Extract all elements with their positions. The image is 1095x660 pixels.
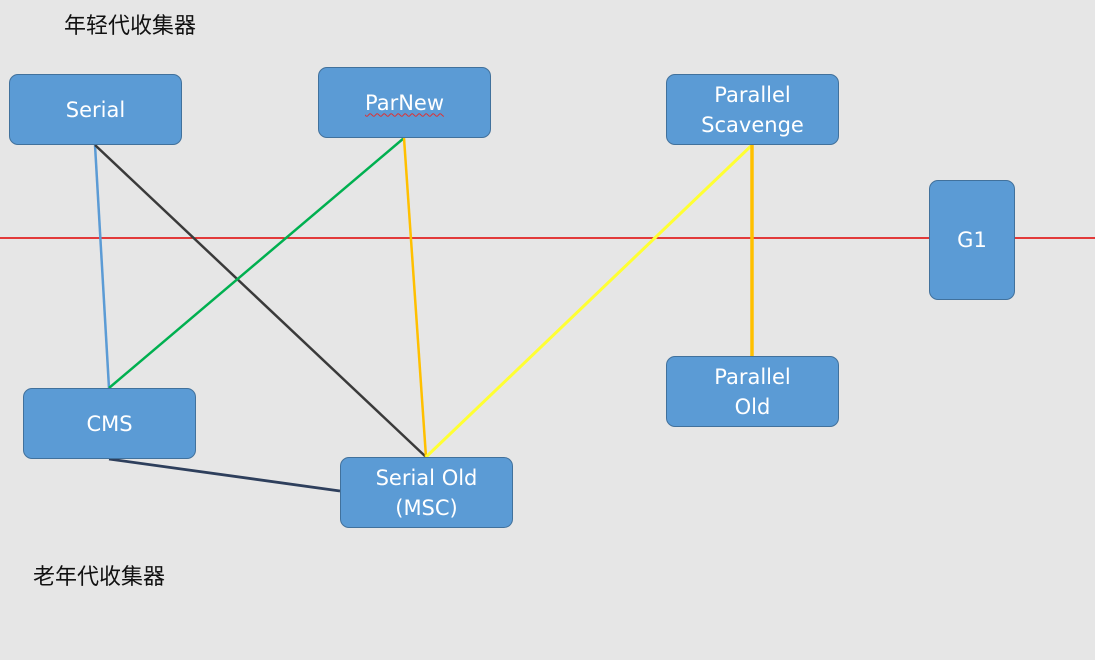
- node-parnew-label: ParNew: [364, 90, 445, 115]
- node-parallel-old-label-line-1: Parallel: [714, 364, 791, 389]
- node-parallel-old[interactable]: Parallel Old: [666, 356, 839, 427]
- node-parallel-old-label-line-2: Old: [734, 394, 771, 419]
- node-serial[interactable]: Serial: [9, 74, 182, 145]
- node-serial-old[interactable]: Serial Old (MSC): [340, 457, 513, 528]
- edge-parnew-serialold: [402, 137, 428, 458]
- node-parallel-scavenge-label-line-2: Scavenge: [701, 112, 804, 137]
- node-serial-old-label-line-2: (MSC): [395, 495, 458, 520]
- node-serial-label: Serial: [65, 97, 126, 122]
- old-generation-label: 老年代收集器: [33, 565, 166, 590]
- edge-scavenge-serialold: [424, 143, 754, 459]
- node-cms[interactable]: CMS: [23, 388, 196, 459]
- edge-serial-serialold: [94, 144, 427, 458]
- young-generation-label: 年轻代收集器: [64, 14, 197, 39]
- edge-parnew-cms: [108, 137, 405, 389]
- node-serial-old-label-line-1: Serial Old: [375, 465, 478, 490]
- node-parallel-scavenge[interactable]: Parallel Scavenge: [666, 74, 839, 145]
- edge-serial-cms: [93, 144, 111, 389]
- node-cms-label: CMS: [86, 411, 133, 436]
- node-g1[interactable]: G1: [929, 180, 1015, 300]
- node-parnew[interactable]: ParNew: [318, 67, 491, 138]
- node-g1-label: G1: [957, 228, 987, 252]
- edge-cms-serialold: [108, 457, 341, 493]
- edges-group: [93, 137, 754, 493]
- node-parallel-scavenge-label-line-1: Parallel: [714, 82, 791, 107]
